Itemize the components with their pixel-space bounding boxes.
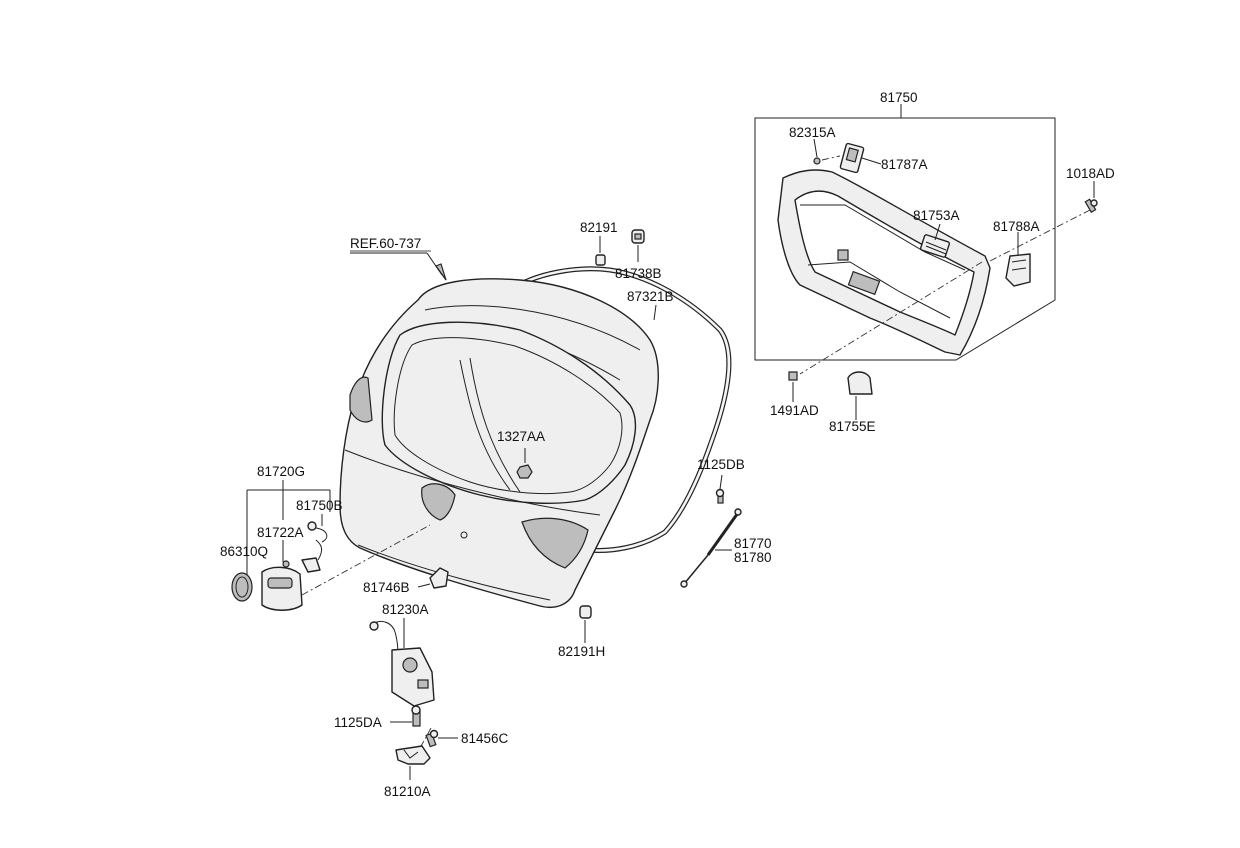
latch-group [369, 618, 458, 780]
gas-strut-81770 [680, 474, 742, 588]
label-82191H: 82191H [558, 644, 605, 659]
clip-81722A [282, 560, 290, 568]
bracket-81788A [1005, 253, 1031, 287]
label-1018AD: 1018AD [1066, 166, 1115, 181]
label-81210A: 81210A [384, 784, 431, 799]
garnish-group [231, 480, 431, 611]
label-82191: 82191 [580, 220, 618, 235]
glass-opening [381, 321, 637, 504]
screw-1018AD [1084, 198, 1098, 214]
handle-81753A [919, 234, 951, 258]
striker-81210A [395, 745, 431, 765]
label-1125DA: 1125DA [334, 715, 382, 730]
label-81456C: 81456C [461, 731, 509, 746]
label-81753A: 81753A [913, 208, 960, 223]
bolt-1125DA [411, 705, 421, 727]
label-81788A: 81788A [993, 219, 1040, 234]
garnish-81720G [261, 566, 303, 611]
bracket-81787A [839, 142, 865, 174]
ref-label: REF.60-737 [350, 236, 421, 251]
label-1125DB: 1125DB [697, 457, 745, 472]
bolt-81456C [425, 729, 439, 748]
label-81750: 81750 [880, 90, 918, 105]
clip-81746B [429, 567, 449, 589]
bumper-82191H [579, 605, 592, 619]
trim-panel-box [754, 117, 1056, 361]
cover-81755E [847, 371, 873, 395]
label-86310Q: 86310Q [220, 544, 268, 559]
trim-panel [777, 169, 991, 356]
nut-1327AA [516, 464, 533, 479]
latch-81230A [391, 647, 435, 707]
label-82315A: 82315A [789, 125, 836, 140]
switch-81750B [301, 557, 321, 573]
label-81230A: 81230A [382, 602, 429, 617]
label-1491AD: 1491AD [770, 403, 819, 418]
tailgate-group [339, 229, 732, 643]
label-1327AA: 1327AA [497, 429, 545, 444]
handle-recess [421, 483, 456, 521]
label-81770: 81770 [734, 536, 772, 551]
clip-82315A [813, 157, 821, 165]
label-81738B: 81738B [615, 266, 662, 281]
clip-1491AD [788, 371, 798, 381]
label-87321B: 87321B [627, 289, 674, 304]
bumper-82191 [595, 254, 606, 266]
label-81755E: 81755E [829, 419, 876, 434]
emblem-86310Q [231, 572, 253, 602]
label-81722A: 81722A [257, 525, 304, 540]
trim-panel-group [754, 104, 1098, 420]
bumper-81738B [631, 229, 645, 244]
label-81720G: 81720G [257, 464, 305, 479]
label-81746B: 81746B [363, 580, 410, 595]
label-81780: 81780 [734, 550, 772, 565]
part-labels: REF.60-737 81750 82315A 81787A 1018AD 81… [220, 90, 1115, 799]
label-81787A: 81787A [881, 157, 928, 172]
label-81750B: 81750B [296, 498, 343, 513]
